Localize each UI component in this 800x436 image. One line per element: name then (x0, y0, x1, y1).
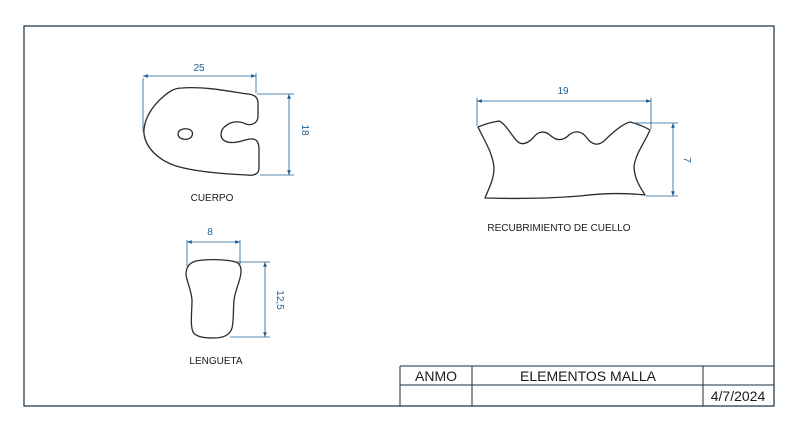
title-block-date: 4/7/2024 (711, 388, 766, 404)
lengueta-label: LENGUETA (189, 356, 242, 367)
recubrimiento-width-dim-text: 19 (557, 86, 569, 97)
recubrimiento-height-dim-text: 7 (681, 157, 692, 163)
cuerpo-height-dim-text: 18 (299, 124, 310, 136)
recubrimiento-outline (477, 120, 651, 200)
lengueta-height-dim-text: 12,5 (274, 290, 285, 310)
drawing-frame (23, 25, 775, 407)
cuerpo-outline (143, 86, 260, 176)
title-block-title: ELEMENTOS MALLA (520, 368, 657, 384)
piece-lengueta: 8 12,5 LENGUETA (185, 227, 285, 367)
title-block: ANMO ELEMENTOS MALLA 4/7/2024 (399, 365, 774, 406)
cuerpo-width-dim-text: 25 (193, 63, 205, 74)
title-block-author: ANMO (415, 368, 457, 384)
piece-cuerpo: 25 18 CUERPO (142, 63, 310, 204)
lengueta-outline (185, 258, 242, 339)
cuerpo-label: CUERPO (191, 193, 234, 204)
piece-recubrimiento-de-cuello: 19 7 RECUBRIMIENTO DE CUELLO (476, 86, 692, 234)
lengueta-width-dim-text: 8 (207, 227, 213, 238)
cuerpo-inner-hole (177, 128, 194, 140)
recubrimiento-label: RECUBRIMIENTO DE CUELLO (487, 223, 630, 234)
